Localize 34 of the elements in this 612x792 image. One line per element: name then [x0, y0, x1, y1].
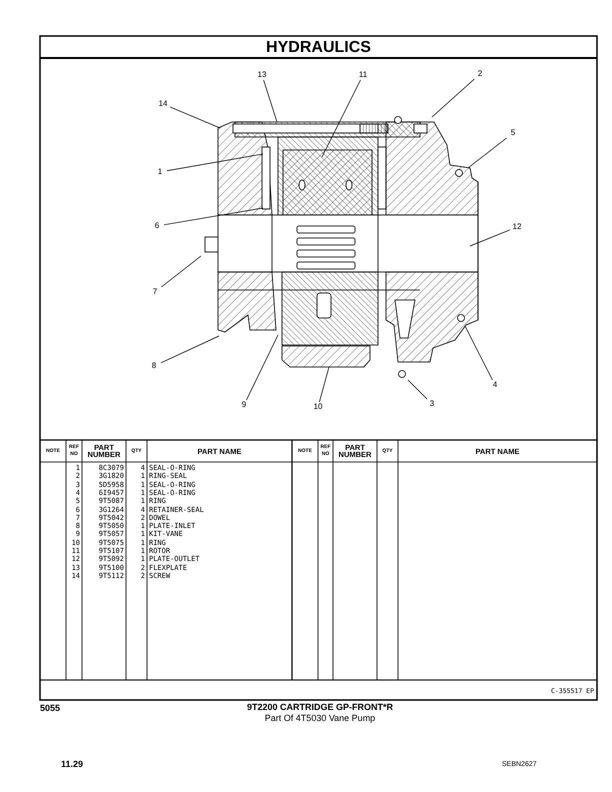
leader-line [432, 78, 475, 118]
pump-cross-section-drawing [204, 116, 478, 378]
callout-number: 7 [148, 287, 162, 297]
leader-line [322, 80, 361, 158]
callout-number: 13 [255, 70, 269, 80]
callout-number: 9 [237, 400, 251, 410]
leader-line [166, 154, 264, 172]
leader-line [408, 380, 428, 400]
callout-number: 3 [425, 399, 439, 409]
leader-line [170, 106, 220, 128]
leader-line [263, 80, 278, 122]
leader-line [161, 256, 202, 288]
callout-number: 2 [473, 69, 487, 79]
leader-line [160, 336, 220, 364]
callout-number: 11 [356, 70, 370, 80]
group-title: 9T2200 CARTRIDGE GP-FRONT*R [246, 702, 394, 713]
page-title: HYDRAULICS [265, 38, 372, 58]
leader-line [468, 138, 507, 168]
callout-number: 12 [510, 222, 524, 232]
leader-line [464, 326, 493, 380]
callout-number: 1 [153, 167, 167, 177]
leader-line [319, 366, 330, 402]
callout-number: 5 [506, 128, 520, 138]
leader-line [164, 208, 264, 226]
leader-line [470, 229, 510, 246]
callout-number: 4 [488, 380, 502, 390]
page-number: 11.29 [61, 758, 84, 771]
callout-number: 8 [147, 361, 161, 371]
callout-number: 6 [150, 221, 164, 231]
callout-number: 10 [311, 402, 325, 412]
group-subtitle: Part Of 4T5030 Vane Pump [264, 713, 376, 724]
page-code: 5055 [40, 702, 60, 715]
callout-number: 14 [156, 99, 170, 109]
leader-line [246, 334, 278, 400]
